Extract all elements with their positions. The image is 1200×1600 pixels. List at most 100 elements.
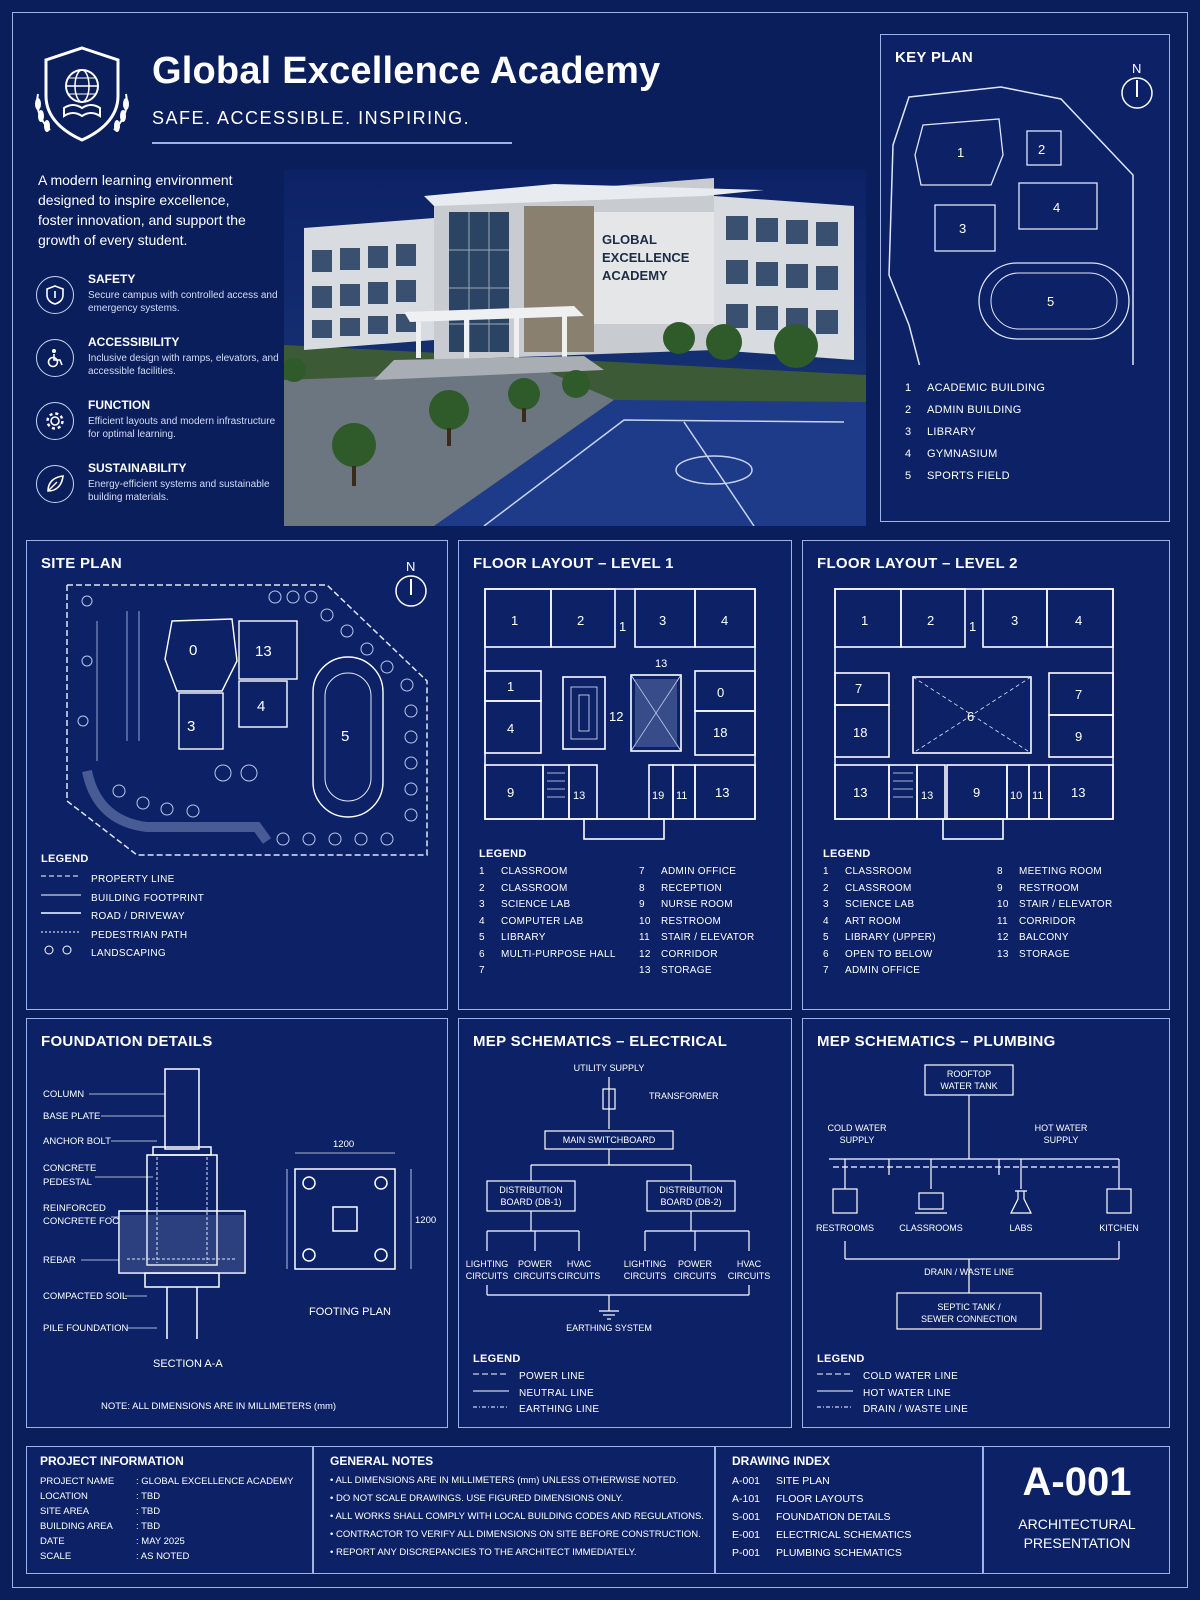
electrical-panel: MEP SCHEMATICS – ELECTRICAL UTILITY SUPP… bbox=[458, 1018, 792, 1428]
room-label: 10 bbox=[1010, 790, 1022, 802]
feature-title: FUNCTION bbox=[88, 398, 150, 412]
room-label: 13 bbox=[655, 658, 667, 670]
project-info-row: PROJECT NAME: GLOBAL EXCELLENCE ACADEMY bbox=[40, 1476, 294, 1487]
room-label: 4 bbox=[721, 613, 728, 628]
room-label: 3 bbox=[1011, 613, 1018, 628]
building-sign-line2: EXCELLENCE bbox=[602, 250, 690, 265]
feature-sustainability: SUSTAINABILITY Energy-efficient systems … bbox=[36, 461, 276, 513]
feature-desc: Secure campus with controlled access and… bbox=[88, 290, 278, 314]
feature-title: SAFETY bbox=[88, 272, 136, 286]
svg-text:CIRCUITS: CIRCUITS bbox=[728, 1271, 771, 1281]
room-label: 0 bbox=[717, 685, 724, 700]
room-label: 2 bbox=[577, 613, 584, 628]
utility-supply-label: UTILITY SUPPLY bbox=[574, 1063, 645, 1073]
note-item: • DO NOT SCALE DRAWINGS. USE FIGURED DIM… bbox=[330, 1493, 624, 1504]
foundation-label: COLUMN bbox=[43, 1089, 84, 1100]
room-label: 13 bbox=[921, 790, 933, 802]
general-notes: GENERAL NOTES • ALL DIMENSIONS ARE IN MI… bbox=[330, 1448, 720, 1572]
note-item: • REPORT ANY DISCREPANCIES TO THE ARCHIT… bbox=[330, 1547, 637, 1558]
room-label: 9 bbox=[1075, 729, 1082, 744]
feature-desc: Energy-efficient systems and sustainable… bbox=[88, 479, 270, 503]
earthing-label: EARTHING SYSTEM bbox=[566, 1323, 652, 1333]
room-label: 1 bbox=[619, 619, 626, 634]
project-info-row: BUILDING AREA: TBD bbox=[40, 1521, 161, 1532]
floor-level-2-panel: FLOOR LAYOUT – LEVEL 2 1 2 1 3 4 7 6 7 1… bbox=[802, 540, 1170, 1010]
note-item: • CONTRACTOR TO VERIFY ALL DIMENSIONS ON… bbox=[330, 1529, 701, 1540]
feature-safety: SAFETY Secure campus with controlled acc… bbox=[36, 272, 278, 324]
drawing-index-title: DRAWING INDEX bbox=[732, 1454, 831, 1468]
site-plan-label: 13 bbox=[255, 643, 272, 660]
tank-label: WATER TANK bbox=[940, 1081, 997, 1091]
footing-height: 1200 bbox=[415, 1215, 436, 1226]
room-label: 13 bbox=[573, 790, 585, 802]
key-plan-label-5: 5 bbox=[1047, 294, 1054, 309]
foundation-title: FOUNDATION DETAILS bbox=[41, 1033, 213, 1050]
sheet-caption: ARCHITECTURAL bbox=[1018, 1516, 1136, 1532]
wheelchair-icon bbox=[36, 339, 74, 377]
intro-text: A modern learning environment designed t… bbox=[38, 172, 246, 248]
foundation-label: ANCHOR BOLT bbox=[43, 1136, 111, 1147]
tagline: SAFE. ACCESSIBLE. INSPIRING. bbox=[152, 108, 471, 128]
site-plan-label: 0 bbox=[189, 642, 197, 659]
plumbing-title: MEP SCHEMATICS – PLUMBING bbox=[817, 1033, 1056, 1050]
svg-text:COLD WATER: COLD WATER bbox=[827, 1123, 887, 1133]
transformer-label: TRANSFORMER bbox=[649, 1091, 719, 1101]
school-crest-logo bbox=[30, 44, 134, 144]
room-label: 11 bbox=[1032, 790, 1043, 802]
foundation-label: CONCRETE bbox=[43, 1163, 96, 1174]
foundation-label: REINFORCED bbox=[43, 1203, 106, 1214]
foundation-label: REBAR bbox=[43, 1255, 76, 1266]
room-label: 7 bbox=[1075, 687, 1082, 702]
floor-level-2-title: FLOOR LAYOUT – LEVEL 2 bbox=[817, 555, 1018, 572]
building-sign-line1: GLOBAL bbox=[602, 232, 657, 247]
svg-text:LIGHTING: LIGHTING bbox=[466, 1259, 509, 1269]
room-label: 13 bbox=[853, 785, 867, 800]
feature-function: FUNCTION Efficient layouts and modern in… bbox=[36, 398, 276, 450]
plumbing-panel: MEP SCHEMATICS – PLUMBING ROOFTOP WATER … bbox=[802, 1018, 1170, 1428]
room-label: 7 bbox=[855, 681, 862, 696]
room-label: 2 bbox=[927, 613, 934, 628]
svg-text:KITCHEN: KITCHEN bbox=[1099, 1223, 1139, 1233]
floor-level-1-title: FLOOR LAYOUT – LEVEL 1 bbox=[473, 555, 674, 572]
page-title: Global Excellence Academy bbox=[152, 50, 661, 92]
gear-icon bbox=[36, 402, 74, 440]
footing-width: 1200 bbox=[333, 1139, 354, 1150]
feature-title: ACCESSIBILITY bbox=[88, 335, 180, 349]
svg-text:CIRCUITS: CIRCUITS bbox=[558, 1271, 601, 1281]
db2-label: BOARD (DB-2) bbox=[660, 1197, 721, 1207]
room-label: 11 bbox=[676, 790, 687, 802]
project-info-row: DATE: MAY 2025 bbox=[40, 1536, 185, 1547]
shield-icon bbox=[36, 276, 74, 314]
db1-label: BOARD (DB-1) bbox=[500, 1197, 561, 1207]
north-arrow: N bbox=[1121, 61, 1153, 109]
leaf-icon bbox=[36, 465, 74, 503]
room-label: 3 bbox=[659, 613, 666, 628]
foundation-label: CONCRETE FOC bbox=[43, 1216, 119, 1227]
svg-text:SUPPLY: SUPPLY bbox=[840, 1135, 875, 1145]
note-item: • ALL DIMENSIONS ARE IN MILLIMETERS (mm)… bbox=[330, 1475, 679, 1486]
svg-text:CLASSROOMS: CLASSROOMS bbox=[899, 1223, 963, 1233]
floor-level-2-plan: 1 2 1 3 4 7 6 7 18 9 13 13 9 10 11 13 bbox=[834, 588, 1114, 840]
room-label: 1 bbox=[861, 613, 868, 628]
feature-desc: Efficient layouts and modern infrastruct… bbox=[88, 416, 276, 440]
svg-text:POWER: POWER bbox=[678, 1259, 713, 1269]
foundation-label: PEDESTAL bbox=[43, 1177, 92, 1188]
key-plan-title: KEY PLAN bbox=[895, 49, 973, 66]
sheet-number: A-001 bbox=[1022, 1460, 1132, 1504]
tank-label: ROOFTOP bbox=[947, 1069, 991, 1079]
foundation-panel: FOUNDATION DETAILS COLUMN BASE PLATE ANC… bbox=[26, 1018, 448, 1428]
foundation-label: COMPACTED SOIL bbox=[43, 1291, 127, 1302]
sheet-number-block: A-001 ARCHITECTURAL PRESENTATION bbox=[984, 1460, 1170, 1553]
svg-text:CIRCUITS: CIRCUITS bbox=[514, 1271, 557, 1281]
